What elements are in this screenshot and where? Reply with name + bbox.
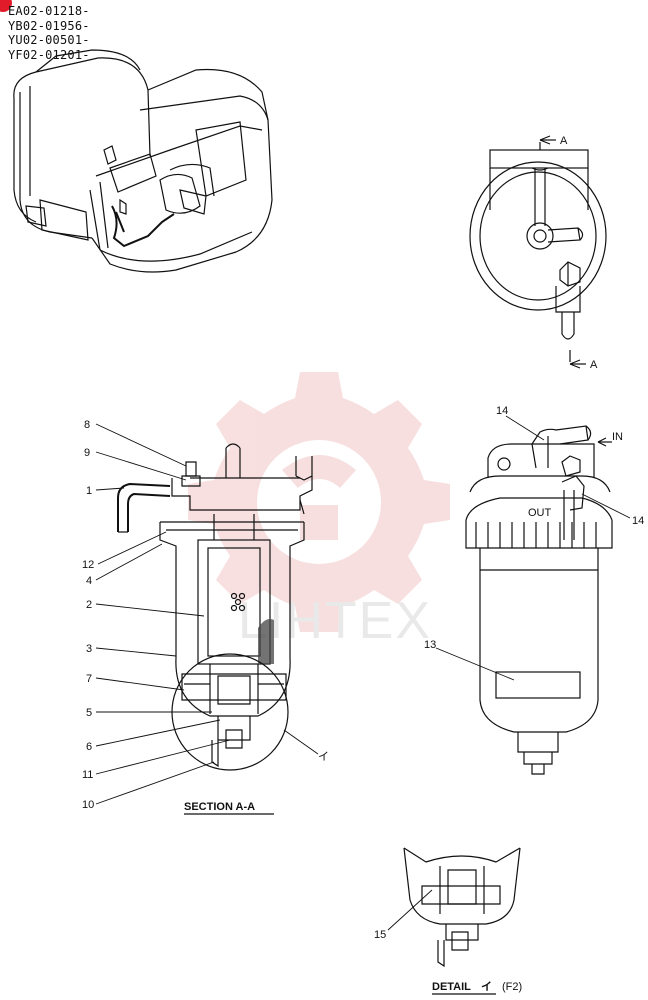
callout-number: 9: [84, 447, 90, 459]
callout-number: 5: [86, 707, 92, 719]
detail-caption-mark: イ: [481, 980, 492, 993]
callout-number: 15: [374, 929, 386, 941]
callout-number: 12: [82, 559, 94, 571]
callout-number: 10: [82, 799, 94, 811]
section-caption: SECTION A-A: [184, 801, 255, 813]
callout-number: 2: [86, 599, 92, 611]
callout-number: 14: [632, 515, 644, 527]
callout-number: 13: [424, 639, 436, 651]
callout-number: 8: [84, 419, 90, 431]
filter-top-view: A A: [469, 135, 607, 371]
callout-number: 6: [86, 741, 92, 753]
section-mark-label: A: [590, 359, 598, 371]
corner-marker: [0, 0, 12, 12]
callout-number: 14: [496, 405, 508, 417]
filter-section-view: 8 9 1 12 4 2 3 7 5 6 11 10 イ SECTION A-A: [82, 419, 329, 815]
serial-number-list: EA02-01218- YB02-01956- YU02-00501- YF02…: [8, 4, 90, 62]
section-mark-label: A: [560, 135, 568, 147]
serial-number: YB02-01956-: [8, 18, 90, 33]
watermark-gear-icon: [188, 372, 450, 632]
callout-number: 11: [82, 769, 93, 781]
serial-number: YU02-00501-: [8, 33, 90, 47]
callout-mark: イ: [318, 751, 329, 763]
filter-detail-view: 15 DETAIL イ (F2): [374, 847, 522, 995]
filter-external-view: 14 IN OUT 14 13: [424, 405, 644, 775]
serial-number: EA02-01218-: [8, 4, 90, 18]
callout-number: 7: [86, 673, 92, 685]
detail-caption-ref: (F2): [502, 981, 522, 993]
callout-number: 3: [86, 643, 92, 655]
machine-cab-overview: [13, 49, 273, 273]
flow-label-out: OUT: [528, 507, 552, 519]
callout-number: 1: [86, 485, 92, 497]
serial-number: YF02-01201-: [8, 47, 90, 62]
callout-number: 4: [86, 575, 92, 587]
flow-label-in: IN: [612, 431, 623, 443]
detail-caption: DETAIL: [432, 981, 471, 993]
